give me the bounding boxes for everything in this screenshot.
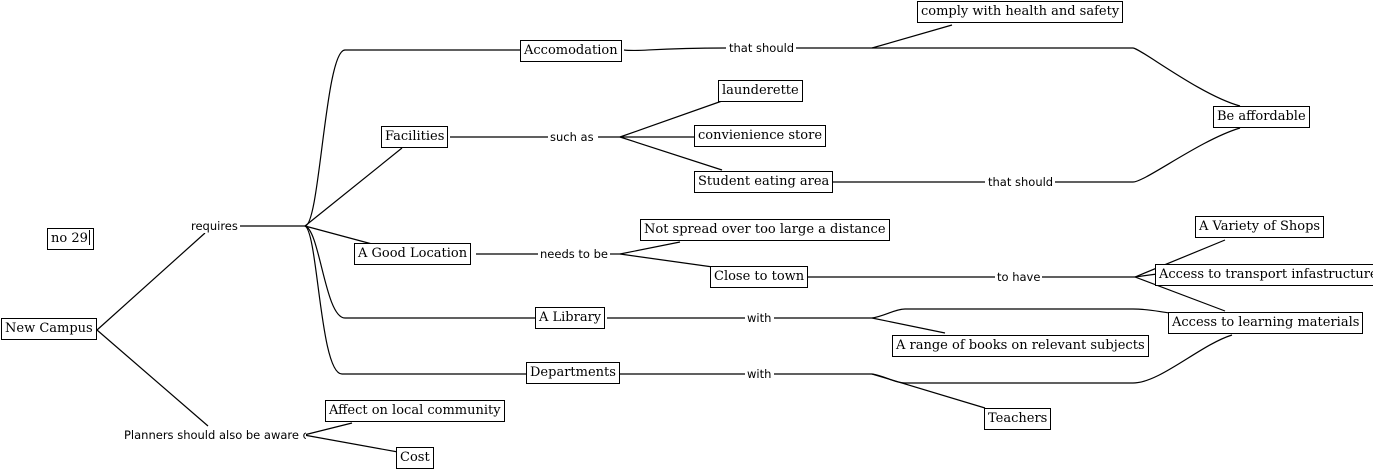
edge-fork-launderette — [619, 100, 723, 138]
node-no-29-text: no 29 — [51, 231, 88, 246]
edge-hub-departments — [304, 225, 527, 375]
node-transport[interactable]: Access to transport infastructure — [1155, 264, 1373, 286]
node-departments[interactable]: Departments — [526, 362, 620, 384]
link-label-planners: Planners should also be aware c — [122, 428, 306, 442]
link-label-that-should-2: that should — [986, 175, 1056, 189]
text-cursor — [88, 230, 90, 245]
edge-fork1-health — [871, 24, 953, 49]
edge-planners-cost — [303, 434, 399, 453]
edge-fork1-affordable — [872, 47, 1241, 107]
node-learning-materials[interactable]: Access to learning materials — [1168, 312, 1364, 334]
edge-planners-community — [303, 422, 353, 436]
node-student-eating[interactable]: Student eating area — [694, 171, 834, 193]
link-label-needs-to-be: needs to be — [538, 247, 610, 261]
edge-hub-library — [304, 225, 535, 319]
edge-fork-closetown — [619, 253, 721, 269]
edge-fork-notspread — [619, 241, 681, 255]
node-no-29[interactable]: no 29 — [47, 228, 94, 250]
node-cost[interactable]: Cost — [396, 447, 434, 469]
node-range-books[interactable]: A range of books on relevant subjects — [892, 335, 1149, 357]
edge-fork-transport — [1134, 273, 1158, 278]
edge-newcampus-planners — [96, 329, 209, 427]
node-variety-shops[interactable]: A Variety of Shops — [1195, 216, 1325, 238]
node-health-safety[interactable]: comply with health and safety — [917, 1, 1124, 23]
node-new-campus[interactable]: New Campus — [1, 318, 97, 340]
edge-accomodation-thatshould — [623, 47, 727, 52]
edge-thatshould-affordable — [1052, 127, 1241, 183]
node-close-town[interactable]: Close to town — [710, 266, 809, 288]
edge-hub-facilities — [304, 147, 403, 227]
link-label-with-library: with — [745, 311, 774, 325]
node-not-spread[interactable]: Not spread over too large a distance — [640, 219, 890, 241]
link-label-that-should-1: that should — [727, 41, 797, 55]
node-affect-community[interactable]: Affect on local community — [325, 400, 505, 422]
node-library[interactable]: A Library — [535, 307, 606, 329]
edge-fork2-teachers — [871, 373, 986, 409]
node-launderette[interactable]: launderette — [718, 80, 803, 102]
edge-fork-learning — [1134, 276, 1226, 312]
node-convenience-store[interactable]: convienience store — [694, 125, 827, 147]
edge-fork-student-eating — [619, 136, 723, 171]
node-good-location[interactable]: A Good Location — [354, 243, 472, 265]
link-label-such-as: such as — [548, 130, 596, 144]
node-facilities[interactable]: Facilities — [381, 126, 449, 148]
link-label-with-departments: with — [745, 367, 774, 381]
node-affordable[interactable]: Be affordable — [1213, 106, 1310, 128]
edge-hub-location — [304, 225, 373, 245]
edge-fork-learning-lib — [871, 308, 1171, 319]
node-accomodation[interactable]: Accomodation — [520, 40, 622, 62]
link-label-to-have: to have — [995, 270, 1043, 284]
link-label-requires: requires — [189, 219, 240, 233]
edge-hub-accomodation — [304, 49, 520, 227]
edge-newcampus-requires — [96, 232, 206, 331]
edge-fork-books — [871, 317, 946, 334]
edge-fork-shops — [1134, 239, 1226, 278]
node-teachers[interactable]: Teachers — [984, 408, 1052, 430]
